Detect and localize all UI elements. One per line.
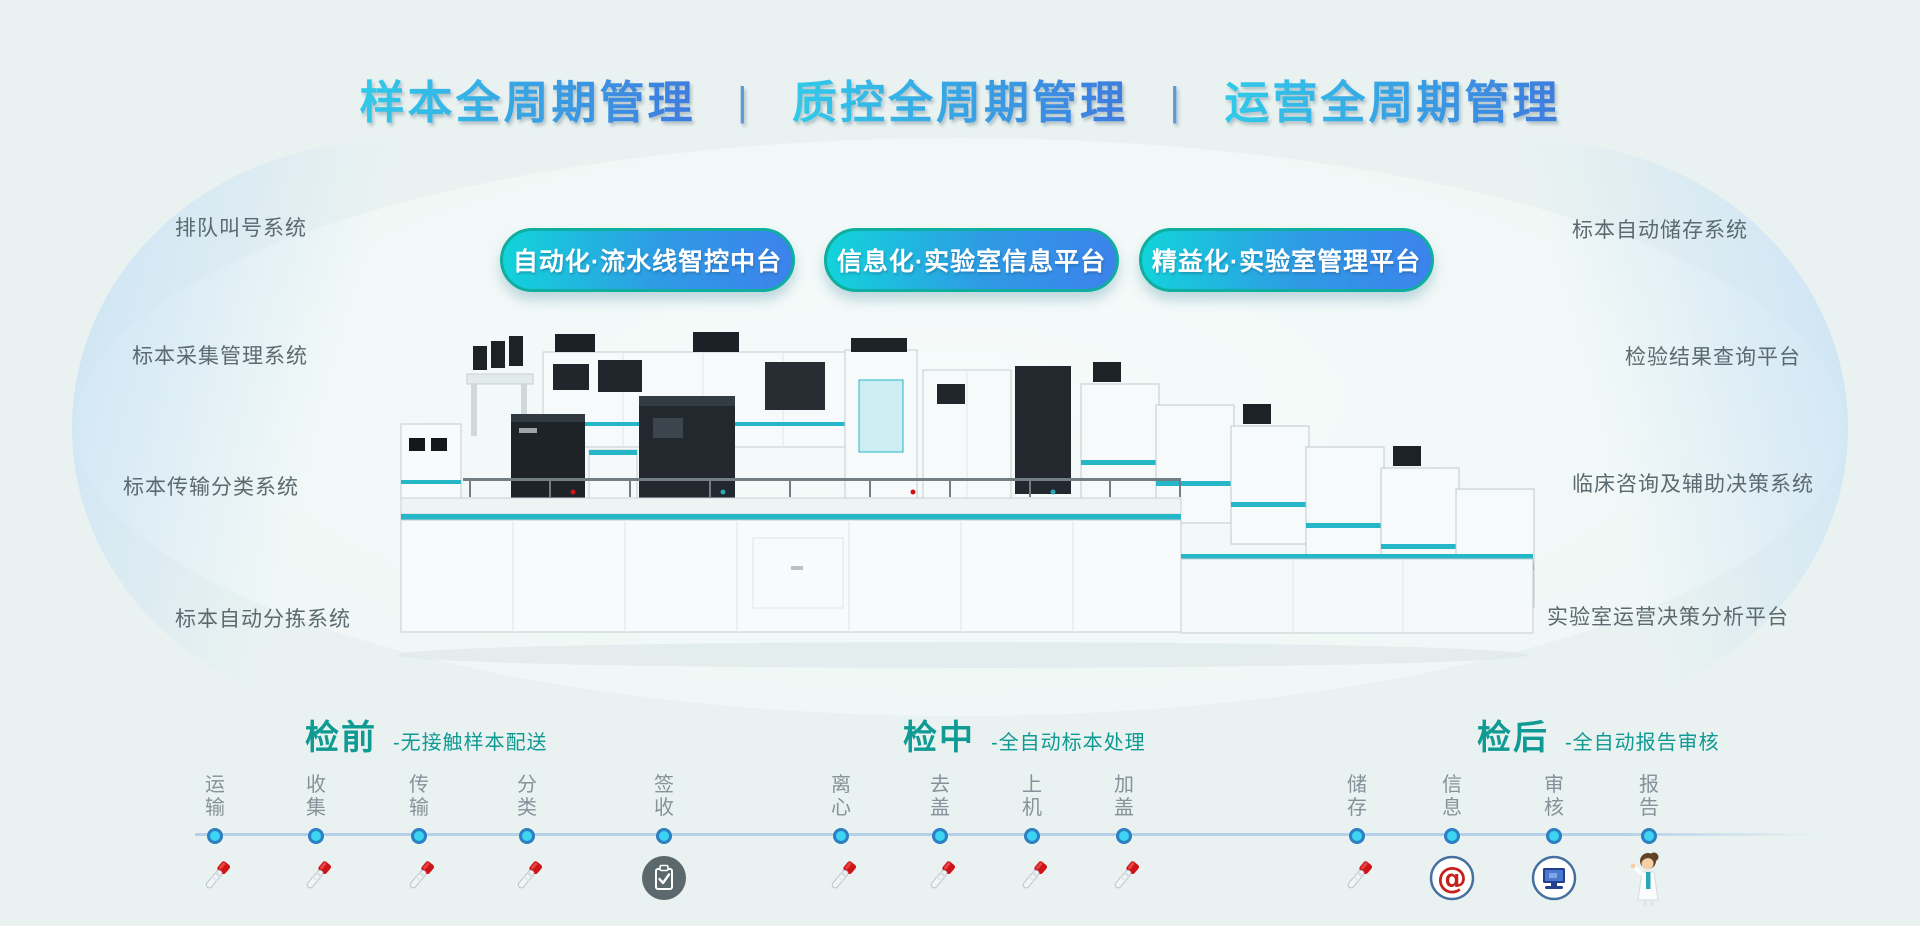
step-label: 去盖 (930, 774, 950, 819)
lab-automation-line-illustration (398, 332, 1535, 668)
timeline-dot (1349, 828, 1365, 844)
phase-name: 检后 (1477, 719, 1549, 757)
test-tube-icon (813, 848, 869, 908)
timeline-line (195, 833, 1820, 836)
step-label: 运输 (205, 774, 225, 819)
step-label: 储存 (1347, 774, 1367, 819)
page-title: 样本全周期管理 | 质控全周期管理 | 运营全周期管理 (0, 66, 1920, 131)
timeline-dot (833, 828, 849, 844)
timeline-dot (1444, 828, 1460, 844)
test-tube-icon (1004, 848, 1060, 908)
timeline-dot (1024, 828, 1040, 844)
phase-name: 检中 (903, 719, 975, 757)
computer-icon (1526, 848, 1582, 908)
system-label-operation-analysis: 实验室运营决策分析平台 (1547, 606, 1789, 629)
step-label: 上机 (1022, 774, 1042, 819)
timeline-dot (308, 828, 324, 844)
test-tube-icon (187, 848, 243, 908)
platform-button-lean[interactable]: 精益化·实验室管理平台 (1139, 228, 1434, 292)
phase-subtitle: -全自动标本处理 (991, 732, 1146, 754)
step-label: 签收 (654, 774, 674, 819)
test-tube-icon (391, 848, 447, 908)
step-label: 收集 (306, 774, 326, 819)
step-label: 报告 (1639, 774, 1659, 819)
phase-name: 检前 (305, 719, 377, 757)
at-symbol-icon (1424, 848, 1480, 908)
test-tube-icon (912, 848, 968, 908)
title-divider: | (737, 80, 751, 124)
phase-subtitle: -无接触样本配送 (393, 732, 548, 754)
test-tube-icon (1329, 848, 1385, 908)
phase-pre-analytic: 检前 -无接触样本配送 (305, 710, 548, 759)
timeline-dot (932, 828, 948, 844)
title-segment-sample: 样本全周期管理 (359, 77, 696, 128)
timeline-dot (411, 828, 427, 844)
system-label-queue: 排队叫号系统 (175, 217, 307, 240)
test-tube-icon (1096, 848, 1152, 908)
phase-analytic: 检中 -全自动标本处理 (903, 710, 1146, 759)
system-label-auto-storage: 标本自动储存系统 (1572, 219, 1748, 242)
center-analyzer-cluster (844, 338, 1071, 516)
title-divider: | (1169, 80, 1183, 124)
step-label: 离心 (831, 774, 851, 819)
title-segment-qc: 质控全周期管理 (791, 77, 1128, 128)
platform-button-automation[interactable]: 自动化·流水线智控中台 (500, 228, 795, 292)
nurse-icon (1621, 848, 1677, 908)
timeline-dot (1641, 828, 1657, 844)
step-label: 加盖 (1114, 774, 1134, 819)
right-conveyor (1180, 554, 1534, 634)
system-label-auto-sorting: 标本自动分拣系统 (175, 608, 351, 631)
title-segment-operations: 运营全周期管理 (1224, 77, 1561, 128)
system-label-clinical-decision: 临床咨询及辅助决策系统 (1572, 473, 1814, 496)
platform-button-information[interactable]: 信息化·实验室信息平台 (824, 228, 1119, 292)
timeline-dot (1546, 828, 1562, 844)
step-label: 传输 (409, 774, 429, 819)
system-label-transport-sorting: 标本传输分类系统 (123, 476, 299, 499)
timeline-dot (519, 828, 535, 844)
phase-post-analytic: 检后 -全自动报告审核 (1477, 710, 1720, 759)
timeline-dot (1116, 828, 1132, 844)
system-label-collection: 标本采集管理系统 (132, 345, 308, 368)
timeline-dot (207, 828, 223, 844)
system-label-result-query: 检验结果查询平台 (1625, 346, 1801, 369)
test-tube-icon (288, 848, 344, 908)
step-label: 审核 (1544, 774, 1564, 819)
clipboard-icon (636, 848, 692, 908)
step-label: 分类 (517, 774, 537, 819)
test-tube-icon (499, 848, 555, 908)
phase-subtitle: -全自动报告审核 (1565, 732, 1720, 754)
reception-desk (466, 336, 534, 436)
front-conveyor (400, 478, 1182, 633)
step-label: 信息 (1442, 774, 1462, 819)
timeline-dot (656, 828, 672, 844)
